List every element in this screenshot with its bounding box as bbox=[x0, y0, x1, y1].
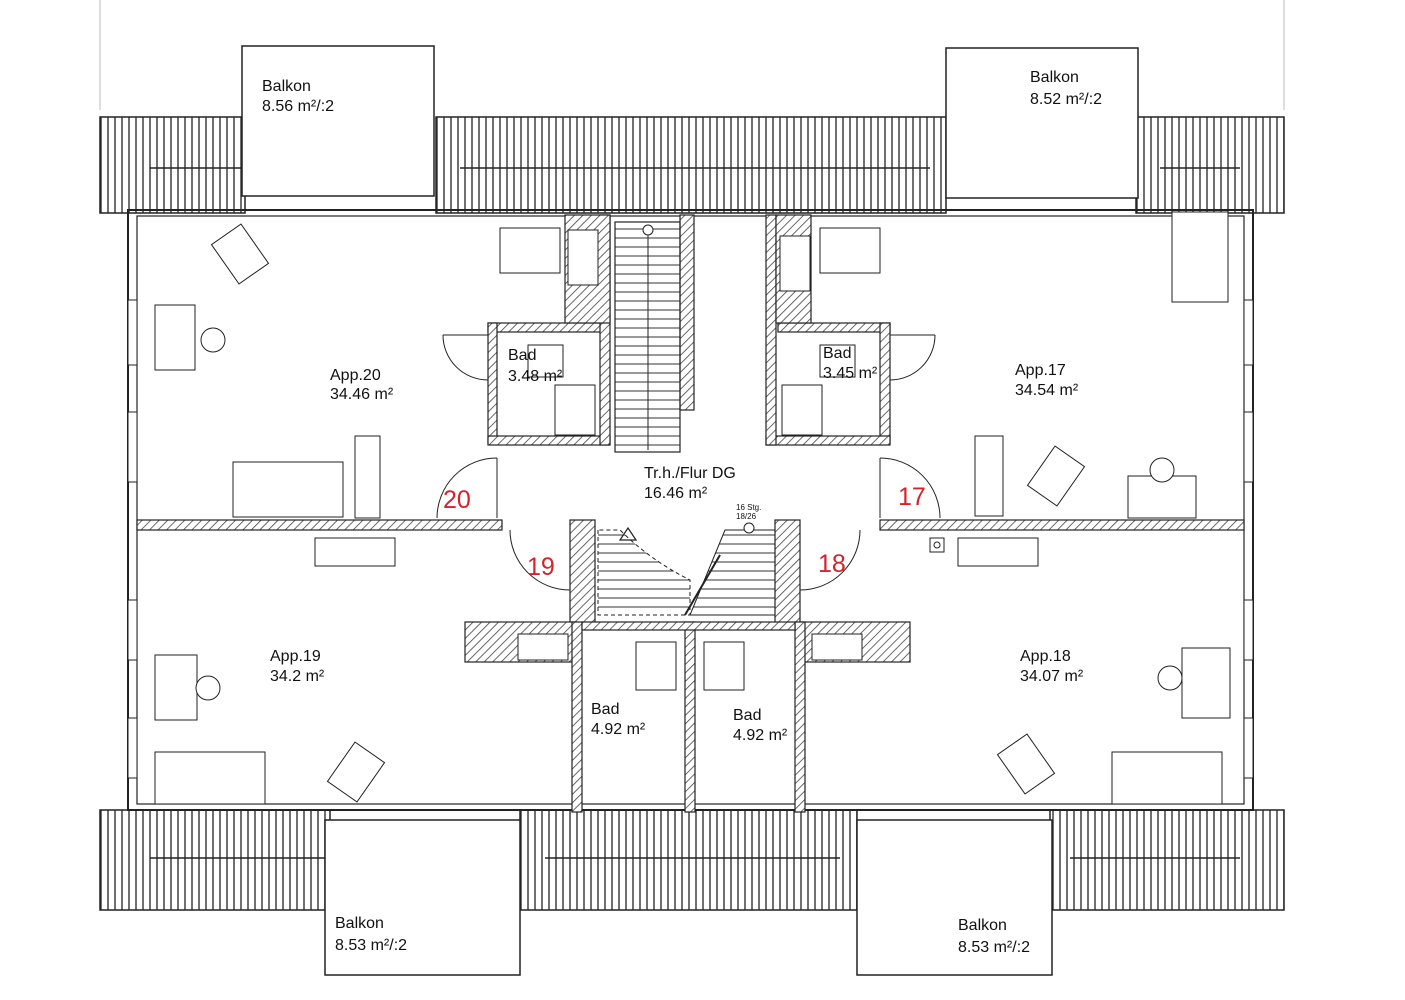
bathroom-area: 4.92 m² bbox=[733, 727, 788, 744]
bathroom-name: Bad bbox=[733, 707, 761, 724]
stairs-label: 16 Stg. 18/26 bbox=[736, 503, 761, 521]
roof-bottom bbox=[99, 809, 1285, 911]
chimney-icon bbox=[929, 537, 945, 553]
bathroom-area: 4.92 m² bbox=[591, 721, 646, 738]
door-swings bbox=[436, 334, 941, 591]
bathroom-area: 3.48 m² bbox=[508, 368, 563, 385]
stairs-steps: 16 Stg. bbox=[736, 503, 761, 512]
bathroom-area: 3.45 m² bbox=[823, 365, 878, 382]
bathroom-label-bl: Bad 4.92 m² bbox=[591, 701, 646, 738]
bathroom-label-tl: Bad 3.48 m² bbox=[508, 347, 563, 385]
bathroom-name: Bad bbox=[591, 701, 619, 718]
door-number-20: 20 bbox=[443, 486, 471, 514]
roof-top bbox=[99, 116, 1285, 214]
apartment-area: 34.46 m² bbox=[330, 386, 394, 403]
apartment-name: App.19 bbox=[270, 648, 321, 665]
balcony-name: Balkon bbox=[262, 78, 311, 95]
balcony-label-tl: Balkon 8.56 m²/:2 bbox=[262, 78, 334, 115]
apartment-name: App.20 bbox=[330, 367, 381, 384]
balcony-area: 8.53 m²/:2 bbox=[958, 939, 1030, 956]
apartment-label-17: App.17 34.54 m² bbox=[1015, 362, 1079, 399]
apartment-area: 34.07 m² bbox=[1020, 668, 1084, 685]
balcony-name: Balkon bbox=[958, 917, 1007, 934]
balconies bbox=[241, 45, 1139, 976]
bathroom-name: Bad bbox=[508, 347, 536, 364]
apartment-area: 34.2 m² bbox=[270, 668, 325, 685]
apartment-label-20: App.20 34.46 m² bbox=[330, 367, 394, 403]
balcony-label-br: Balkon 8.53 m²/:2 bbox=[958, 917, 1030, 956]
apartment-name: App.17 bbox=[1015, 362, 1066, 379]
apartment-area: 34.54 m² bbox=[1015, 382, 1079, 399]
bathroom-name: Bad bbox=[823, 345, 851, 362]
balcony-area: 8.53 m²/:2 bbox=[335, 937, 407, 954]
staircase-lower bbox=[597, 522, 776, 616]
door-number-17: 17 bbox=[898, 483, 926, 511]
apartment-name: App.18 bbox=[1020, 648, 1071, 665]
staircase-upper bbox=[614, 221, 681, 453]
furniture bbox=[154, 211, 1231, 805]
bathroom-label-br: Bad 4.92 m² bbox=[733, 707, 788, 744]
balcony-area: 8.56 m²/:2 bbox=[262, 98, 334, 115]
balcony-area: 8.52 m²/:2 bbox=[1030, 91, 1102, 108]
balcony-label-bl: Balkon 8.53 m²/:2 bbox=[335, 915, 407, 954]
apartment-label-18: App.18 34.07 m² bbox=[1020, 648, 1084, 685]
balcony-name: Balkon bbox=[335, 915, 384, 932]
stairs-ratio: 18/26 bbox=[736, 512, 757, 521]
apartment-label-19: App.19 34.2 m² bbox=[270, 648, 325, 685]
balcony-label-tr: Balkon 8.52 m²/:2 bbox=[1030, 69, 1102, 108]
hallway-name: Tr.h./Flur DG bbox=[644, 465, 736, 482]
bathroom-label-tr: Bad 3.45 m² bbox=[823, 345, 878, 382]
balcony-name: Balkon bbox=[1030, 69, 1079, 86]
door-number-19: 19 bbox=[527, 553, 555, 581]
hallway-area: 16.46 m² bbox=[644, 485, 708, 502]
door-number-18: 18 bbox=[818, 550, 846, 578]
hallway-label: Tr.h./Flur DG 16.46 m² bbox=[644, 465, 736, 502]
